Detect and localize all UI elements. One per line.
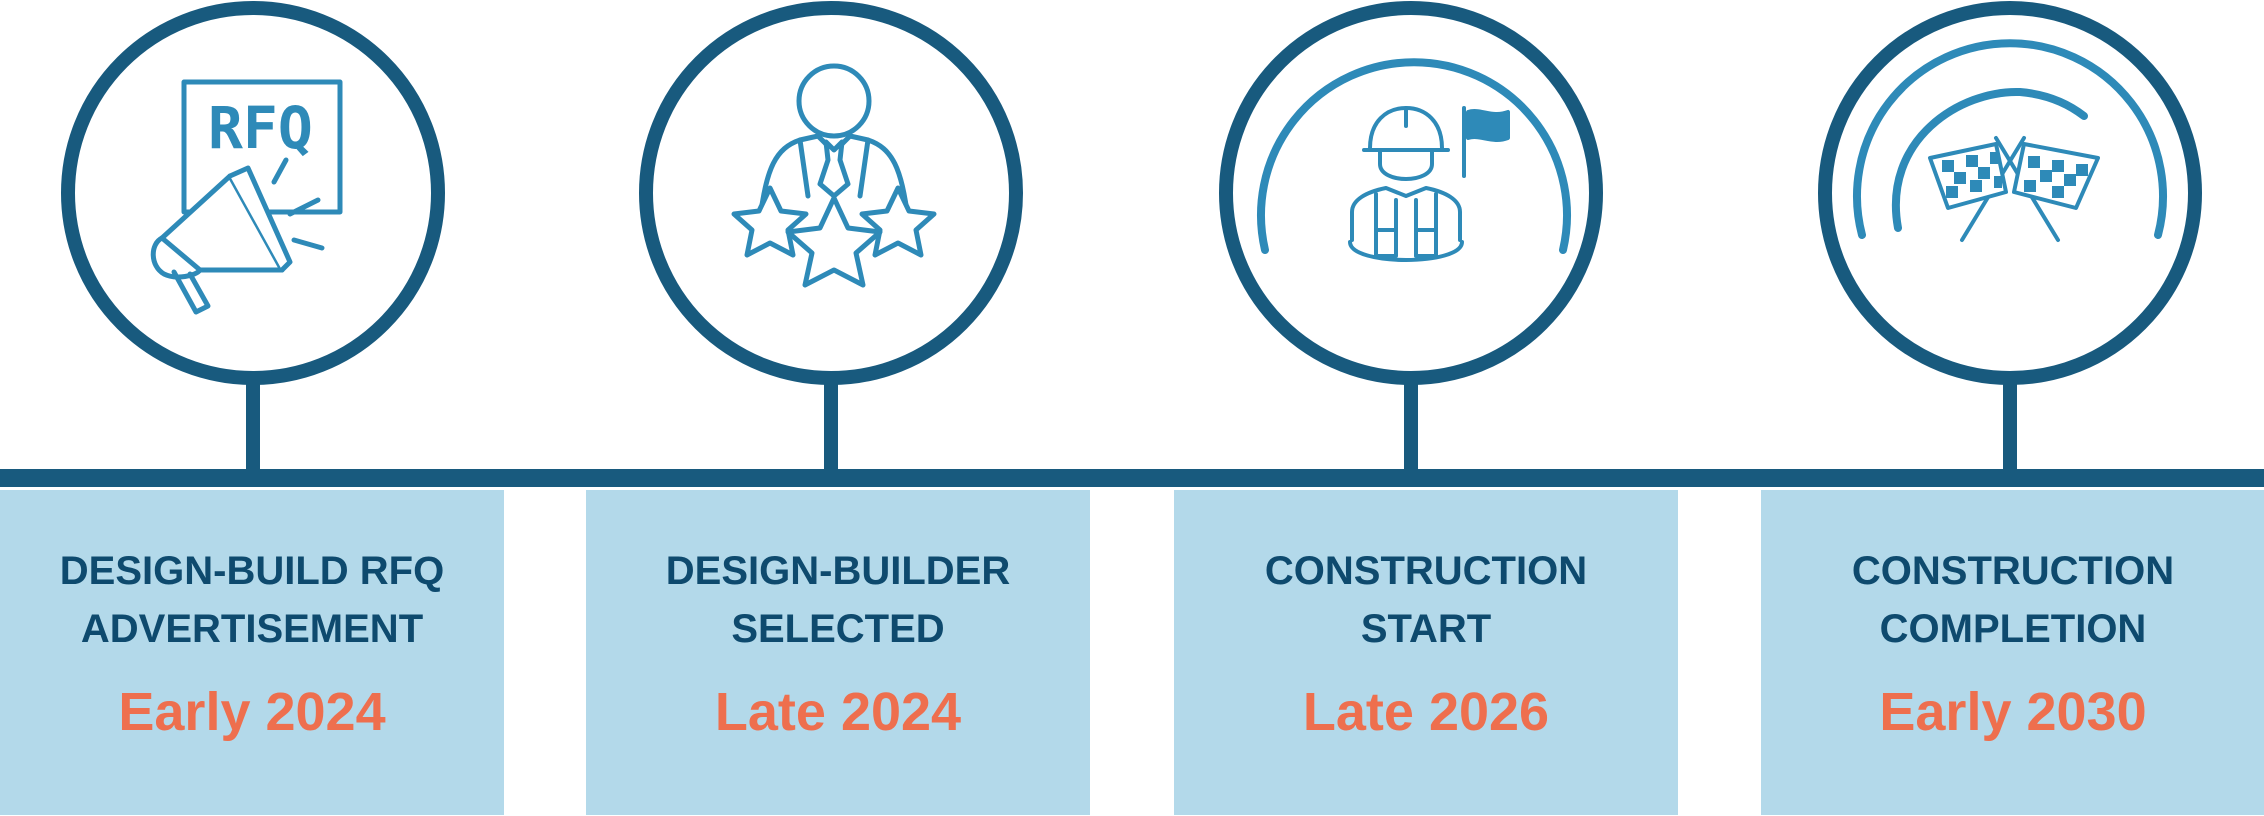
person-with-stars-icon (731, 63, 937, 288)
milestone-title: CONSTRUCTION COMPLETION (1761, 542, 2264, 658)
milestone-date: Early 2024 (118, 682, 386, 742)
milestone-circle (1818, 1, 2202, 385)
milestone-title: DESIGN-BUILD RFQ ADVERTISEMENT (0, 542, 504, 658)
connector-stem (2003, 378, 2017, 478)
inner-arc (1892, 87, 2088, 232)
milestone-node-4 (1818, 1, 2202, 478)
milestone-title-line: START (1360, 607, 1492, 651)
milestone-title-line: CONSTRUCTION (1851, 549, 2175, 593)
milestone-title-line: CONSTRUCTION (1264, 549, 1588, 593)
milestone-title: CONSTRUCTION START (1174, 542, 1678, 658)
milestone-card-builder-selected: DESIGN-BUILDER SELECTED Late 2024 (586, 490, 1090, 815)
milestone-title-line: SELECTED (731, 607, 945, 651)
milestone-title: DESIGN-BUILDER SELECTED (586, 542, 1090, 658)
timeline-bar (0, 469, 2264, 487)
connector-stem (1404, 378, 1418, 478)
milestone-card-construction-start: CONSTRUCTION START Late 2026 (1174, 490, 1678, 815)
construction-worker-flag-icon (1348, 106, 1510, 262)
milestone-date: Late 2024 (714, 682, 962, 742)
connector-stem (824, 378, 838, 478)
outer-arc (1853, 39, 2167, 239)
milestone-card-construction-completion: CONSTRUCTION COMPLETION Early 2030 (1761, 490, 2264, 815)
svg-text:RFQ: RFQ (208, 94, 313, 162)
milestone-node-2 (639, 1, 1023, 478)
milestone-node-1: RFQ (61, 1, 445, 478)
milestone-card-rfq-advertisement: DESIGN-BUILD RFQ ADVERTISEMENT Early 202… (0, 490, 504, 815)
megaphone-rfq-icon: RFQ (150, 79, 343, 315)
checkered-flags-icon (1928, 136, 2100, 242)
milestone-date: Late 2026 (1302, 682, 1550, 742)
milestone-title-line: DESIGN-BUILDER (665, 549, 1011, 593)
milestone-date: Early 2030 (1879, 682, 2147, 742)
milestone-node-3 (1219, 1, 1603, 478)
milestone-title-line: DESIGN-BUILD RFQ (59, 549, 445, 593)
milestone-title-line: ADVERTISEMENT (80, 607, 424, 651)
milestone-title-line: COMPLETION (1879, 607, 2147, 651)
connector-stem (246, 378, 260, 478)
progress-arc (1257, 58, 1571, 254)
